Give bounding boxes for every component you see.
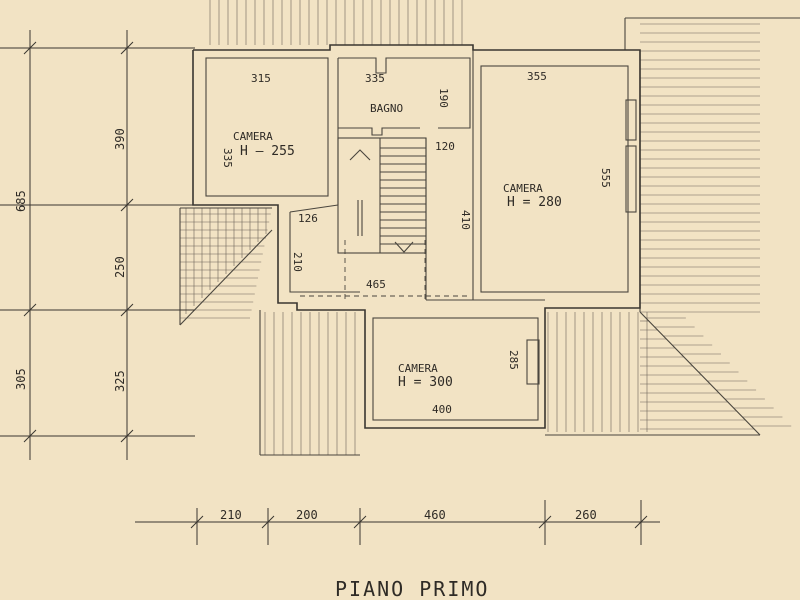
left-dimension-chain: 390 250 325 685 305	[0, 30, 195, 460]
dim-325: 325	[113, 370, 127, 392]
room-labels: CAMERA H – 255 BAGNO CAMERA H = 280 CAME…	[233, 102, 562, 390]
room-name-bagno: BAGNO	[370, 102, 403, 115]
dim-210-vertical: 210	[291, 252, 304, 272]
building-walls	[192, 44, 641, 429]
dim-315: 315	[251, 72, 271, 85]
bottom-dimension-chain: 210 200 460 260	[135, 500, 660, 545]
room-name-camera-2: CAMERA	[503, 182, 543, 195]
dim-465: 465	[366, 278, 386, 291]
room-name-camera-3: CAMERA	[398, 362, 438, 375]
room-height-camera-2: H = 280	[507, 195, 562, 210]
dim-335-vertical: 335	[221, 148, 234, 168]
dim-bottom-210: 210	[220, 508, 242, 522]
dim-390: 390	[113, 128, 127, 150]
dim-400: 400	[432, 403, 452, 416]
room-name-camera-1: CAMERA	[233, 130, 273, 143]
room-height-camera-1: H – 255	[240, 144, 295, 159]
stair-arrows	[349, 149, 414, 253]
dim-126: 126	[298, 212, 318, 225]
roof-hatching-left	[180, 208, 271, 319]
dim-bottom-200: 200	[296, 508, 318, 522]
drawing-title: PIANO PRIMO	[335, 577, 489, 600]
dim-bottom-460: 460	[424, 508, 446, 522]
dim-410: 410	[459, 210, 472, 230]
dim-190: 190	[437, 88, 450, 108]
dim-685: 685	[14, 190, 28, 212]
roof-hatching-right	[640, 23, 792, 430]
dim-555: 555	[599, 168, 612, 188]
roof-outline	[179, 17, 800, 456]
room-height-camera-3: H = 300	[398, 375, 453, 390]
dim-bottom-260: 260	[575, 508, 597, 522]
dim-355: 355	[527, 70, 547, 83]
inner-dimensions: 315 335 335 190 355 120 126 410 210 555 …	[221, 70, 612, 416]
roof-hatching-top	[209, 0, 463, 45]
dim-305: 305	[14, 368, 28, 390]
dim-335: 335	[365, 72, 385, 85]
dim-250: 250	[113, 256, 127, 278]
hidden-lines	[300, 240, 470, 300]
staircase	[379, 138, 426, 253]
dim-285: 285	[507, 350, 520, 370]
dim-120: 120	[435, 140, 455, 153]
roof-hatching-bottom	[264, 312, 648, 455]
